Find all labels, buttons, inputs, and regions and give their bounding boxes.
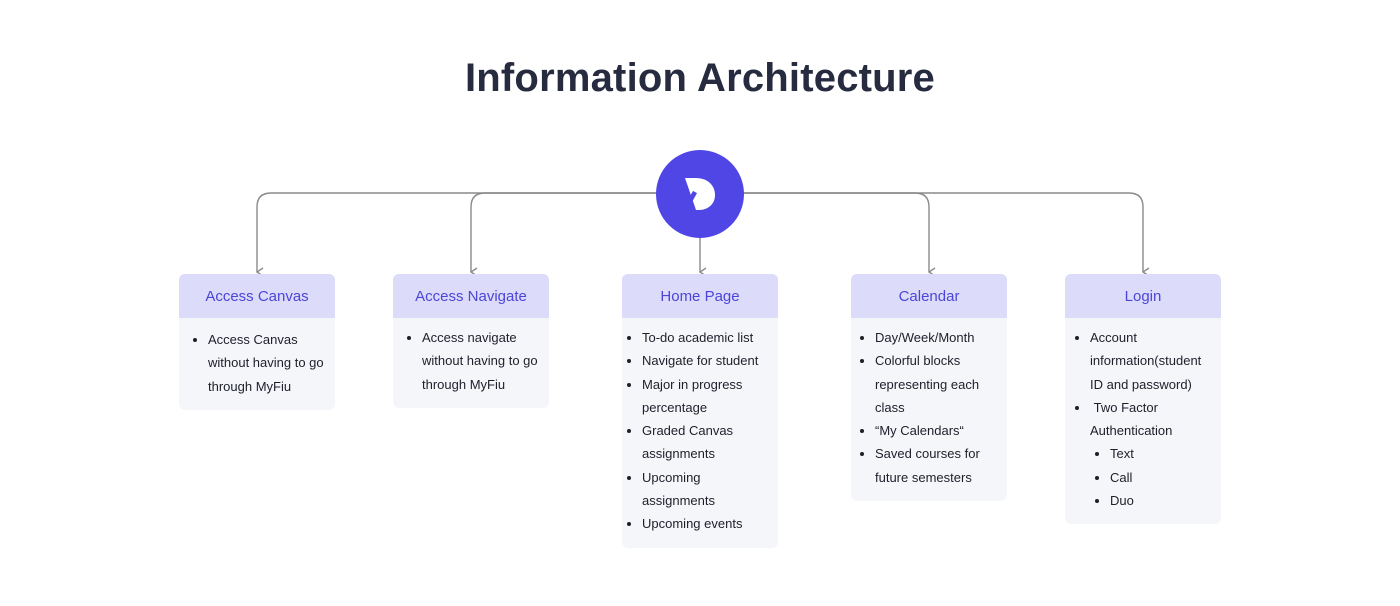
list-item: Major in progress percentage: [642, 373, 774, 420]
list-item: Saved courses for future semesters: [875, 442, 999, 489]
logo-node: [656, 150, 744, 238]
sub-list: Text Call Duo: [1090, 442, 1217, 512]
card-list: Access navigate without having to go thr…: [393, 318, 549, 408]
list-item-label: Two Factor Authentication: [1090, 399, 1173, 439]
card-access-navigate: Access Navigate Access navigate without …: [393, 274, 549, 408]
card-title: Calendar: [851, 274, 1007, 318]
connector-login: [700, 192, 1143, 272]
list-item: Graded Canvas assignments: [642, 419, 774, 466]
card-title: Access Canvas: [179, 274, 335, 318]
card-calendar: Calendar Day/Week/Month Colorful blocks …: [851, 274, 1007, 502]
card-title: Home Page: [622, 274, 778, 318]
sub-list-item: Text: [1110, 442, 1217, 465]
sub-list-item: Call: [1110, 466, 1217, 489]
list-item: “My Calendars“: [875, 419, 999, 442]
list-item: Colorful blocks representing each class: [875, 349, 999, 419]
list-item: Account information(student ID and passw…: [1090, 326, 1217, 396]
connector-access-canvas: [257, 192, 700, 272]
list-item: Day/Week/Month: [875, 326, 999, 349]
card-list: Day/Week/Month Colorful blocks represent…: [851, 318, 1007, 501]
list-item: To-do academic list: [642, 326, 774, 349]
connector-access-navigate: [471, 192, 700, 272]
card-list: To-do academic list Navigate for student…: [622, 318, 778, 548]
d-letter-logo-icon: [683, 178, 715, 212]
list-item: Upcoming events: [642, 512, 774, 535]
card-title: Access Navigate: [393, 274, 549, 318]
sub-list-item: Duo: [1110, 489, 1217, 512]
card-list: Access Canvas without having to go throu…: [179, 318, 335, 410]
list-item: Two Factor Authentication Text Call Duo: [1090, 396, 1217, 512]
card-list: Account information(student ID and passw…: [1065, 318, 1221, 524]
page-title: Information Architecture: [464, 56, 936, 100]
list-item: Upcoming assignments: [642, 466, 774, 513]
list-item: Access navigate without having to go thr…: [422, 326, 541, 396]
list-item: Access Canvas without having to go throu…: [208, 328, 327, 398]
card-home-page: Home Page To-do academic list Navigate f…: [622, 274, 778, 548]
card-login: Login Account information(student ID and…: [1065, 274, 1221, 525]
card-title: Login: [1065, 274, 1221, 318]
list-item: Navigate for student: [642, 349, 774, 372]
card-access-canvas: Access Canvas Access Canvas without havi…: [179, 274, 335, 410]
